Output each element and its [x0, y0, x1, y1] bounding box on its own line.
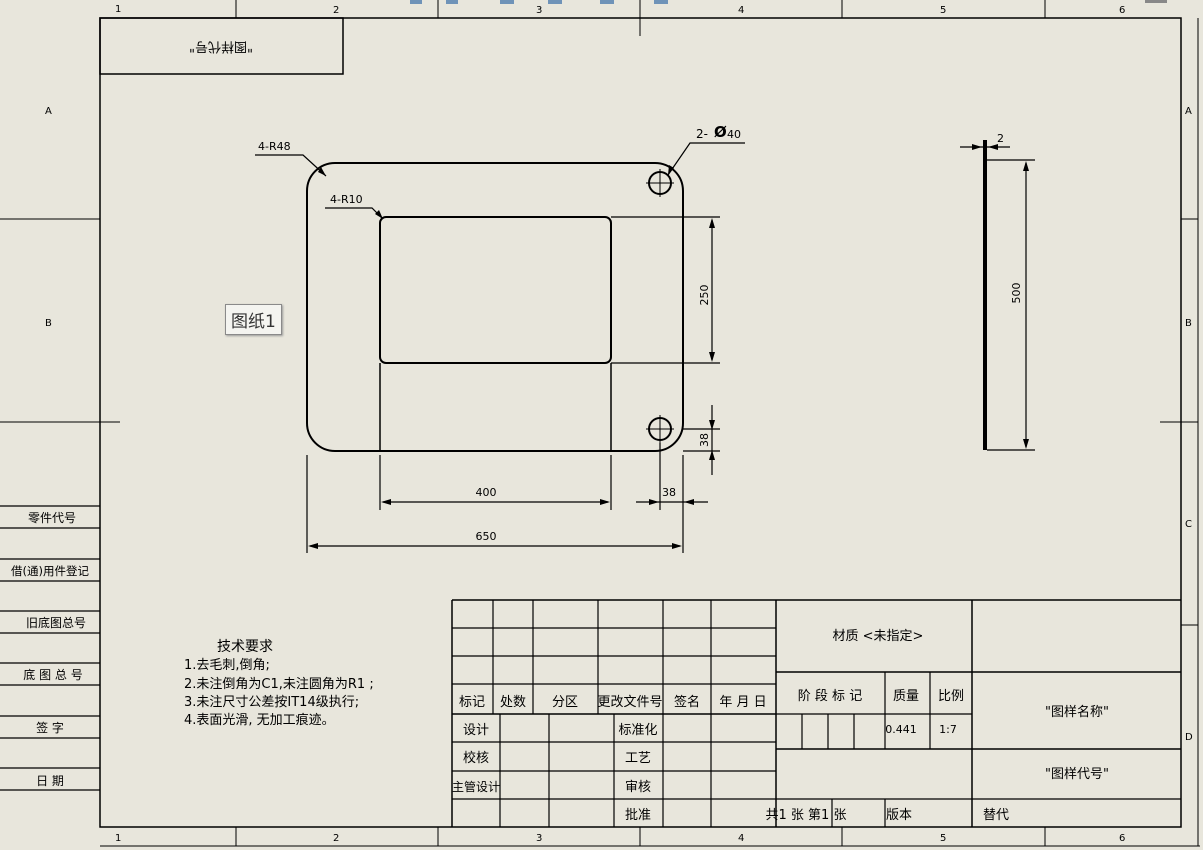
- field-old-base-number: 旧底图总号: [26, 615, 86, 630]
- field-signature: 签 字: [36, 720, 64, 735]
- tb-scale-value: 1:7: [939, 723, 957, 736]
- zone-row-b-left: B: [45, 318, 52, 329]
- tb-header-mark: 标记: [459, 695, 485, 710]
- zone-col-6-top: 6: [1119, 5, 1125, 16]
- tb-mass-value: 0.441: [885, 723, 917, 736]
- zone-row-c-right: C: [1185, 519, 1192, 530]
- sheet-tab-label[interactable]: 图纸1: [225, 304, 282, 335]
- zone-col-5-top: 5: [940, 5, 946, 16]
- dim-38-vertical: 38: [698, 433, 711, 447]
- zone-col-4-bottom: 4: [738, 833, 744, 844]
- tech-req-title: 技术要求: [217, 639, 273, 655]
- zone-row-d-right: D: [1185, 732, 1193, 743]
- tb-mass-label: 质量: [893, 689, 919, 704]
- left-column-grid: [0, 505, 100, 791]
- tb-role-standardize: 标准化: [618, 723, 657, 738]
- field-date: 日 期: [36, 774, 64, 788]
- zone-col-4-top: 4: [738, 5, 744, 16]
- tb-version: 版本: [886, 808, 912, 823]
- zone-col-1-bottom: 1: [115, 833, 121, 844]
- zone-col-5-bottom: 5: [940, 833, 946, 844]
- dim-r48: 4-R48: [258, 140, 291, 153]
- tb-header-signature: 签名: [674, 694, 700, 710]
- zone-row-a-right: A: [1185, 106, 1192, 117]
- zone-col-6-bottom: 6: [1119, 833, 1125, 844]
- title-block-grid: [451, 599, 1181, 827]
- dimension-lines: [255, 142, 745, 553]
- tech-req-item-4: 4.表面光滑, 无加工痕迹。: [184, 712, 335, 728]
- tech-req-item-3: 3.未注尺寸公差按IT14级执行;: [184, 695, 359, 710]
- dim-r10: 4-R10: [330, 193, 363, 206]
- drawing-code-box: [99, 17, 344, 75]
- zone-col-2-bottom: 2: [333, 833, 339, 844]
- inner-cutout: [379, 216, 612, 364]
- tb-header-zone: 分区: [552, 695, 578, 710]
- dim-650: 650: [476, 530, 497, 543]
- dim-holes-count: 2-: [696, 127, 708, 141]
- tb-material: 材质 <未指定>: [833, 629, 924, 644]
- tb-header-count: 处数: [500, 695, 526, 710]
- tb-drawing-name: "图样名称": [1045, 704, 1109, 720]
- zone-row-a-left: A: [45, 106, 52, 117]
- tb-role-check: 校核: [463, 750, 489, 766]
- tb-role-chief-design: 主管设计: [452, 779, 500, 794]
- side-plate: [983, 140, 987, 450]
- hole-centerlines: [646, 169, 674, 443]
- zone-row-b-right: B: [1185, 318, 1192, 329]
- tb-stage-label: 阶 段 标 记: [798, 689, 862, 704]
- tech-req-item-1: 1.去毛刺,倒角;: [184, 658, 270, 673]
- field-part-code: 零件代号: [28, 511, 76, 525]
- field-borrowed-register: 借(通)用件登记: [11, 564, 89, 578]
- dim-hole-diameter: 40: [727, 128, 741, 141]
- tb-replace: 替代: [983, 808, 1009, 823]
- tb-role-process: 工艺: [625, 751, 651, 766]
- tb-sheet-count: 共1 张 第1 张: [766, 808, 847, 823]
- dim-250: 250: [698, 285, 711, 306]
- tb-role-design: 设计: [463, 723, 489, 738]
- diameter-symbol-icon: Ø: [714, 123, 727, 141]
- side-arrows: [972, 144, 1029, 449]
- tb-role-review: 审核: [625, 780, 651, 795]
- dim-thickness: 2: [997, 132, 1004, 145]
- dim-400: 400: [476, 486, 497, 499]
- zone-col-1-top: 1: [115, 4, 121, 15]
- tb-scale-label: 比例: [938, 689, 964, 704]
- field-base-total-number: 底 图 总 号: [23, 667, 82, 682]
- plate-outline: [306, 162, 684, 452]
- tech-req-item-2: 2.未注倒角为C1,未注圆角为R1 ;: [184, 677, 374, 692]
- dim-38-horizontal: 38: [662, 486, 676, 499]
- tb-header-change-doc: 更改文件号: [597, 695, 662, 710]
- toolbar-icons[interactable]: [410, 0, 1167, 4]
- side-view[interactable]: [960, 140, 1035, 451]
- zone-col-3-top: 3: [536, 5, 542, 16]
- zone-col-2-top: 2: [333, 5, 339, 16]
- tb-drawing-code: "图样代号": [1045, 767, 1109, 782]
- drawing-code-text: "图样代号": [189, 39, 253, 54]
- tb-role-approve: 批准: [625, 808, 651, 823]
- zone-col-3-bottom: 3: [536, 833, 542, 844]
- tb-header-date: 年 月 日: [719, 695, 766, 710]
- dim-500: 500: [1010, 283, 1023, 304]
- dimension-arrows: [308, 165, 715, 549]
